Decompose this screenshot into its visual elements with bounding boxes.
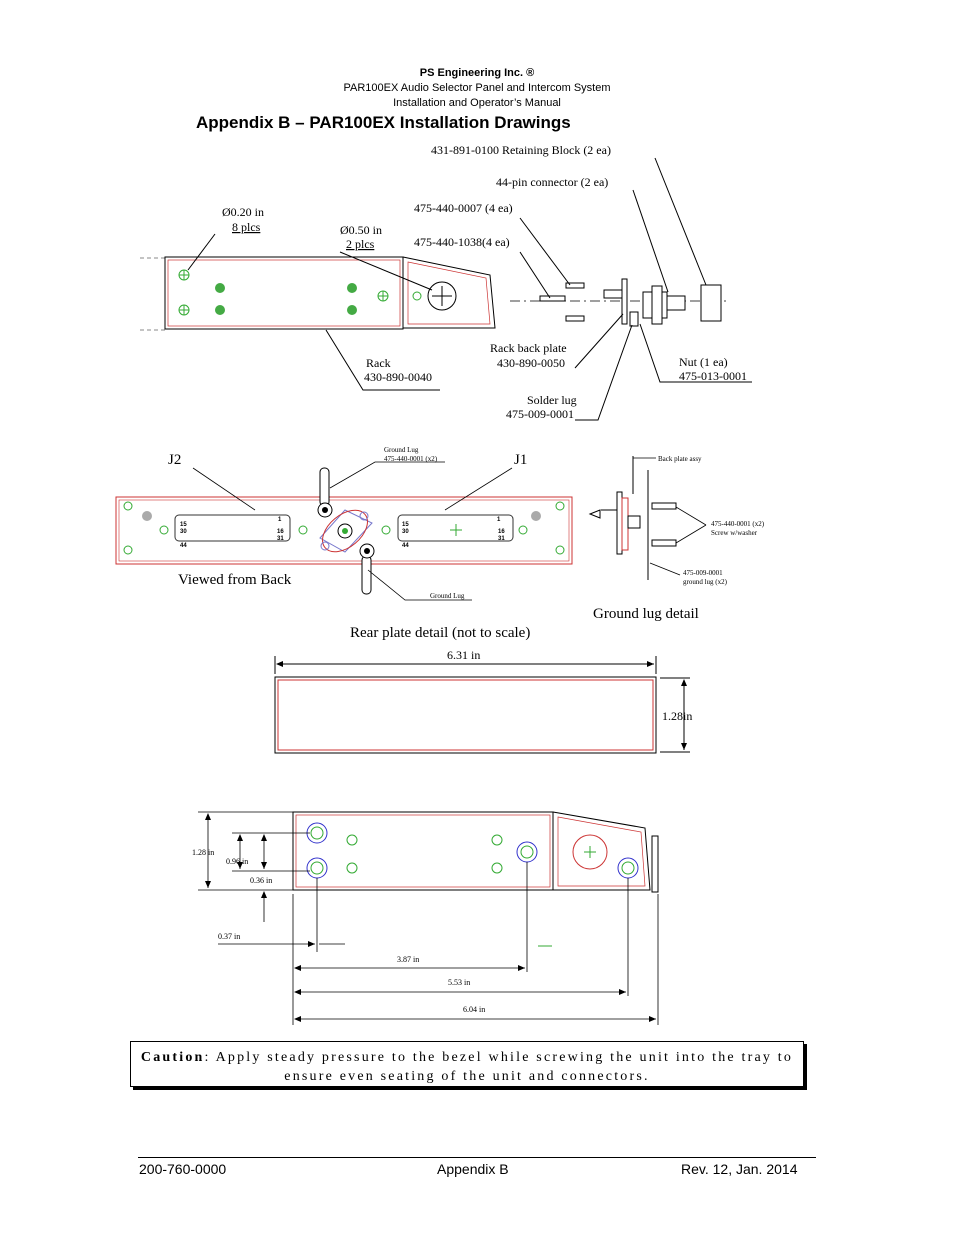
footer-revision: Rev. 12, Jan. 2014 xyxy=(681,1161,798,1177)
pin-16-j2: 16 xyxy=(277,529,284,535)
ground-lug-top-pn: 475-440-0001 (x2) xyxy=(384,455,438,463)
hole-small-count: 8 plcs xyxy=(232,220,261,234)
pin-15-j1: 15 xyxy=(402,522,409,528)
rack-pn: 430-890-0040 xyxy=(364,370,432,384)
pin-1-j1: 1 xyxy=(497,517,501,523)
dim-b: 5.53 in xyxy=(448,978,470,987)
ground-lug-detail-pn: 475-009-0001 xyxy=(683,569,723,577)
rack-label: Rack xyxy=(366,356,391,370)
page-title: Appendix B – PAR100EX Installation Drawi… xyxy=(196,113,571,132)
dim-height-total: 1.28 in xyxy=(192,848,214,857)
ground-lug-detail-drawing: Back plate assy 475-440-0001 (x2) Screw … xyxy=(588,455,765,622)
viewed-from-back-label: Viewed from Back xyxy=(178,572,292,588)
product-name: PAR100EX Audio Selector Panel and Interc… xyxy=(343,82,611,94)
nut-pn: 475-013-0001 xyxy=(679,369,747,383)
connector-label: 44-pin connector (2 ea) xyxy=(496,175,608,189)
rack-exploded-drawing: Ø0.20 in 8 plcs Ø0.50 in 2 plcs Rack 430… xyxy=(140,143,752,421)
j2-label: J2 xyxy=(168,452,181,468)
bezel-outline-drawing: 6.31 in 1.28in xyxy=(274,648,692,754)
back-plate-assy-label: Back plate assy xyxy=(658,455,702,463)
footer-doc-number: 200-760-0000 xyxy=(139,1161,227,1177)
retaining-block-label: 431-891-0100 Retaining Block (2 ea) xyxy=(431,143,611,157)
hole-small-dia: Ø0.20 in xyxy=(222,205,264,219)
pin-31-j1: 31 xyxy=(498,536,505,542)
back-plate-pn: 430-890-0050 xyxy=(497,356,565,370)
bezel-height-dim: 1.28in xyxy=(662,709,692,723)
company-name: PS Engineering Inc. ® xyxy=(419,67,535,79)
dim-a: 3.87 in xyxy=(397,955,419,964)
hole-large-dia: Ø0.50 in xyxy=(340,223,382,237)
pin-31-j2: 31 xyxy=(277,536,284,542)
rear-plate-caption: Rear plate detail (not to scale) xyxy=(350,625,530,641)
header: PS Engineering Inc. ® PAR100EX Audio Sel… xyxy=(0,66,954,111)
dim-c: 6.04 in xyxy=(463,1005,485,1014)
screw-washer-desc: Screw w/washer xyxy=(711,529,758,537)
caution-label: Caution xyxy=(140,1050,205,1065)
pin-44-j1: 44 xyxy=(402,543,409,549)
pin-30-j1: 30 xyxy=(402,529,409,535)
footer-section: Appendix B xyxy=(437,1161,509,1177)
solder-lug-label: Solder lug xyxy=(527,393,577,407)
side-dimension-drawing: 1.28 in 0.96 in 0.36 in 0.37 in 3.87 in … xyxy=(192,811,659,1025)
ground-lug-bottom-label: Ground Lug xyxy=(430,592,465,600)
manual-name: Installation and Operator’s Manual xyxy=(393,97,561,109)
pin-1-j2: 1 xyxy=(278,517,282,523)
bezel-width-dim: 6.31 in xyxy=(447,648,480,662)
footer-rule xyxy=(138,1157,816,1158)
pin-16-j1: 16 xyxy=(498,529,505,535)
pin-15-j2: 15 xyxy=(180,522,187,528)
back-plate-label: Rack back plate xyxy=(490,341,567,355)
hole-large-count: 2 plcs xyxy=(346,237,375,251)
caution-text: : Apply steady pressure to the bezel whi… xyxy=(204,1050,794,1084)
dim-height-upper: 0.96 in xyxy=(226,857,248,866)
nut-label: Nut (1 ea) xyxy=(679,355,728,369)
j1-label: J1 xyxy=(514,452,527,468)
pin-30-j2: 30 xyxy=(180,529,187,535)
rear-plate-drawing: 15 30 44 1 16 31 15 30 44 1 16 31 xyxy=(115,446,573,641)
screw-washer-pn: 475-440-0001 (x2) xyxy=(711,520,765,528)
solder-lug-pn: 475-009-0001 xyxy=(506,407,574,421)
dim-edge-offset: 0.37 in xyxy=(218,932,240,941)
caution-box: Caution: Apply steady pressure to the be… xyxy=(130,1041,804,1087)
ground-lug-top-label: Ground Lug xyxy=(384,446,419,454)
ground-lug-detail-caption: Ground lug detail xyxy=(593,606,699,622)
screw-a-label: 475-440-0007 (4 ea) xyxy=(414,201,513,215)
dim-height-lower: 0.36 in xyxy=(250,876,272,885)
pin-44-j2: 44 xyxy=(180,543,187,549)
ground-lug-detail-desc: ground lug (x2) xyxy=(683,578,728,586)
screw-b-label: 475-440-1038(4 ea) xyxy=(414,235,510,249)
